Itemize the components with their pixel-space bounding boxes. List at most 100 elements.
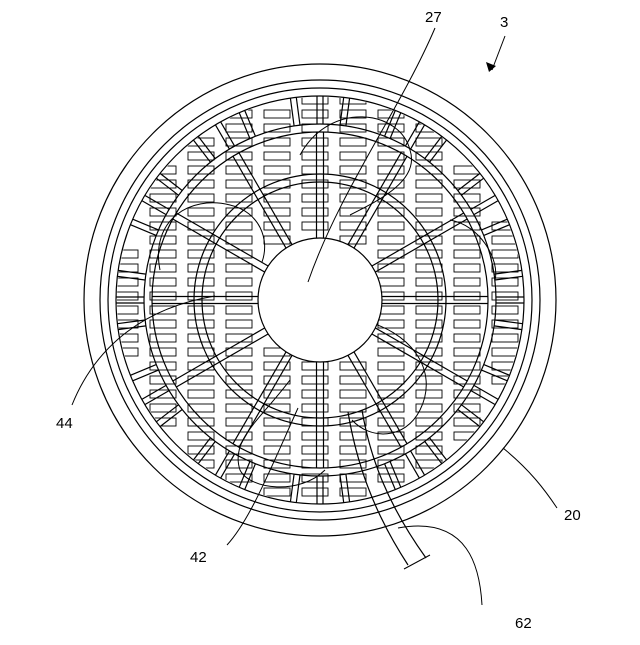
vent-slot <box>340 390 366 398</box>
vent-slot <box>264 446 290 454</box>
vent-slot <box>454 306 480 314</box>
vent-slot <box>226 348 252 356</box>
vent-slot <box>226 306 252 314</box>
vent-slot <box>340 138 366 146</box>
vent-slot <box>188 222 214 230</box>
label-20: 20 <box>564 507 581 524</box>
hub <box>258 238 382 362</box>
vent-slot <box>150 278 176 286</box>
vent-slot <box>492 348 518 356</box>
vent-slot <box>264 418 290 426</box>
spoke-edge <box>290 474 294 502</box>
vent-slot <box>492 334 518 342</box>
vent-slot <box>264 208 290 216</box>
vent-slot <box>264 404 290 412</box>
vent-slot <box>226 418 252 426</box>
vent-slot <box>454 250 480 258</box>
spoke-edge <box>296 475 300 503</box>
arrow-shaft-3 <box>492 36 505 70</box>
vent-slot <box>378 418 404 426</box>
vent-slot <box>150 334 176 342</box>
vent-slot <box>454 404 480 412</box>
vent-slot <box>264 222 290 230</box>
vent-slot <box>264 488 290 496</box>
vent-slot <box>378 362 404 370</box>
vent-slot <box>454 418 480 426</box>
vent-slot <box>492 250 518 258</box>
vent-slot <box>454 166 480 174</box>
vent-slot <box>340 222 366 230</box>
label-44: 44 <box>56 415 73 432</box>
vent-slot <box>264 166 290 174</box>
vent-slot <box>226 236 252 244</box>
vent-slot <box>188 194 214 202</box>
vent-slot <box>150 222 176 230</box>
vent-slot <box>188 208 214 216</box>
vent-slot <box>188 348 214 356</box>
spoke-edge <box>296 97 300 125</box>
vent-slot <box>226 124 252 132</box>
vent-slot <box>454 320 480 328</box>
vent-slot <box>264 236 290 244</box>
vent-slot <box>454 194 480 202</box>
vent-slot <box>226 404 252 412</box>
vent-slot <box>264 152 290 160</box>
spoke-edge <box>290 98 294 126</box>
vent-slot <box>340 488 366 496</box>
vent-slot <box>454 278 480 286</box>
vent-slot <box>416 334 442 342</box>
vent-slot <box>188 460 214 468</box>
vent-slot <box>378 250 404 258</box>
label-3: 3 <box>500 14 508 31</box>
vent-slot <box>378 404 404 412</box>
vent-slot <box>150 208 176 216</box>
vent-slot <box>454 348 480 356</box>
vent-slot <box>378 236 404 244</box>
vent-slot <box>226 194 252 202</box>
vent-slot <box>226 362 252 370</box>
vent-slot <box>416 348 442 356</box>
vent-slot <box>188 362 214 370</box>
vent-slot <box>188 264 214 272</box>
vent-slot <box>226 180 252 188</box>
vent-slot <box>378 334 404 342</box>
vent-slot <box>454 208 480 216</box>
vent-slot <box>416 208 442 216</box>
vent-slot <box>454 264 480 272</box>
label-42: 42 <box>190 549 207 566</box>
vent-slot <box>188 320 214 328</box>
vent-slot <box>340 474 366 482</box>
leader-20 <box>503 448 557 508</box>
vent-slot <box>264 110 290 118</box>
vent-slot <box>378 376 404 384</box>
vent-slot <box>226 278 252 286</box>
vent-slot <box>188 152 214 160</box>
vent-slot <box>150 264 176 272</box>
vent-slot <box>454 432 480 440</box>
label-62: 62 <box>515 615 532 632</box>
vent-slot <box>112 348 138 356</box>
vent-slot <box>150 404 176 412</box>
vent-slot <box>378 348 404 356</box>
label-27: 27 <box>425 9 442 26</box>
vent-slot <box>112 250 138 258</box>
vent-slot <box>150 250 176 258</box>
vent-slot <box>378 278 404 286</box>
vent-slot <box>112 278 138 286</box>
cable-break-mark <box>404 555 430 569</box>
vent-slot <box>302 488 328 496</box>
vent-slot <box>378 208 404 216</box>
vent-slot <box>340 446 366 454</box>
vent-slot <box>302 110 328 118</box>
vent-slot <box>264 138 290 146</box>
hub-disc <box>258 238 382 362</box>
vent-slot <box>226 376 252 384</box>
vent-slot <box>264 194 290 202</box>
vent-slot <box>188 306 214 314</box>
vent-slot <box>416 264 442 272</box>
vent-slot <box>340 152 366 160</box>
vent-slot <box>264 124 290 132</box>
vent-slot <box>302 96 328 104</box>
